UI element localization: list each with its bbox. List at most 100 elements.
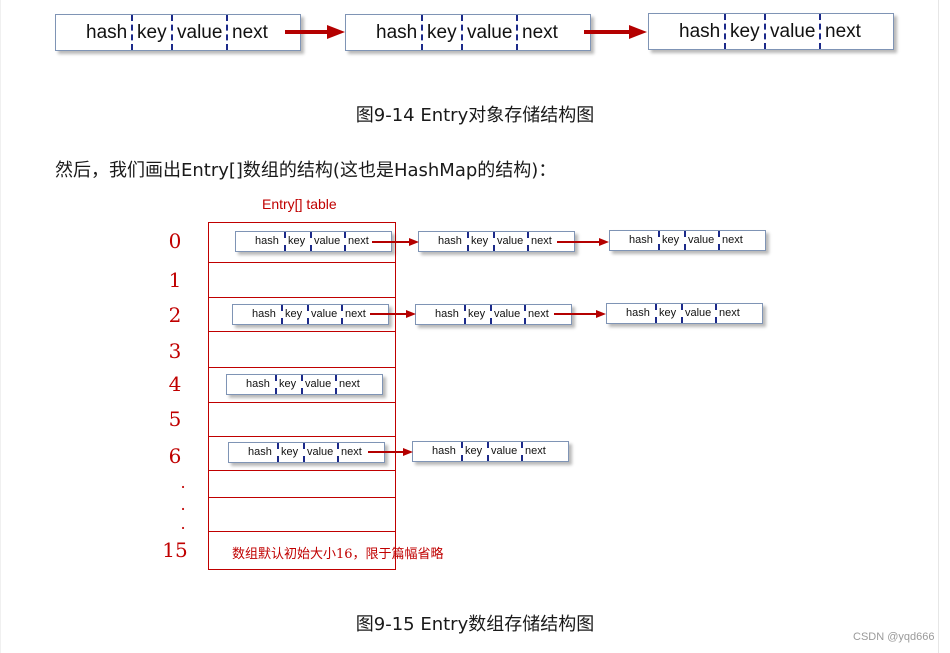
field-value: value [688,234,715,246]
field-key: key [427,22,457,43]
field-separator [421,15,423,50]
table-row-divider [208,262,396,263]
index-label: 2 [168,303,182,327]
field-next: next [719,307,740,319]
field-separator [684,231,686,250]
field-separator [226,15,228,50]
field-value: value [467,22,513,43]
field-value: value [311,308,338,320]
field-separator [337,443,339,462]
field-value: value [685,307,712,319]
arrow-icon [557,238,609,246]
field-separator [524,305,526,324]
bucket-2-entry-2: hash key value next [415,304,572,325]
field-next: next [341,446,362,458]
table-label: Entry[] table [262,196,337,212]
field-separator [341,305,343,324]
field-value: value [494,308,521,320]
field-next: next [232,22,268,43]
field-separator [284,232,286,251]
field-separator [715,304,717,323]
field-next: next [339,378,360,390]
field-value: value [305,378,332,390]
field-separator [516,15,518,50]
bucket-0-entry-2: hash key value next [418,231,575,252]
entry-node-3: hash key value next [648,13,894,50]
field-hash: hash [255,235,279,247]
table-row-divider [208,367,396,368]
table-row-divider [208,436,396,437]
arrow-icon [370,310,416,318]
arrow-icon [372,238,419,246]
field-separator [303,443,305,462]
table-note: 数组默认初始大小16，限于篇幅省略 [232,547,444,562]
field-separator [467,232,469,251]
field-key: key [468,308,486,320]
field-separator [490,305,492,324]
field-next: next [528,308,549,320]
field-separator [171,15,173,50]
arrow-icon [368,448,413,456]
field-separator [681,304,683,323]
field-value: value [314,235,341,247]
body-paragraph: 然后，我们画出Entry[]数组的结构(这也是HashMap的结构)： [55,160,557,181]
field-hash: hash [629,234,653,246]
table-row-divider [208,470,396,471]
field-hash: hash [246,378,270,390]
field-next: next [522,22,558,43]
field-separator [764,14,766,49]
field-separator [527,232,529,251]
field-next: next [825,21,861,42]
field-separator [307,305,309,324]
bucket-2-entry-1: hash key value next [232,304,389,325]
index-label: 15 [162,538,188,562]
entry-node-1: hash key value next [55,14,301,51]
index-label: 5 [168,407,182,431]
bucket-0-entry-1: hash key value next [235,231,392,252]
field-separator [277,443,279,462]
index-label: 1 [168,268,182,292]
ellipsis-dot: . [180,473,186,492]
field-hash: hash [376,22,418,43]
field-hash: hash [679,21,721,42]
field-hash: hash [432,445,456,457]
index-label: 0 [168,229,182,253]
field-separator [310,232,312,251]
field-hash: hash [248,446,272,458]
figure-caption-9-15: 图9-15 Entry数组存储结构图 [355,614,595,635]
field-next: next [722,234,743,246]
bucket-2-entry-3: hash key value next [606,303,763,324]
ellipsis-dot: . [180,495,186,514]
field-key: key [662,234,680,246]
field-key: key [465,445,483,457]
field-hash: hash [252,308,276,320]
table-row-divider [208,497,396,498]
bucket-6-entry-1: hash key value next [228,442,385,463]
field-next: next [345,308,366,320]
field-hash: hash [86,22,128,43]
field-separator [464,305,466,324]
field-separator [724,14,726,49]
table-row-divider [208,297,396,298]
field-hash: hash [435,308,459,320]
field-separator [655,304,657,323]
field-separator [281,305,283,324]
field-separator [461,442,463,461]
field-key: key [659,307,677,319]
field-key: key [730,21,760,42]
field-key: key [279,378,297,390]
field-separator [658,231,660,250]
field-separator [301,375,303,394]
field-next: next [525,445,546,457]
field-key: key [285,308,303,320]
arrow-icon [584,25,647,39]
field-separator [487,442,489,461]
field-key: key [137,22,167,43]
field-value: value [177,22,223,43]
field-key: key [471,235,489,247]
field-separator [275,375,277,394]
field-hash: hash [438,235,462,247]
field-key: key [288,235,306,247]
field-separator [344,232,346,251]
